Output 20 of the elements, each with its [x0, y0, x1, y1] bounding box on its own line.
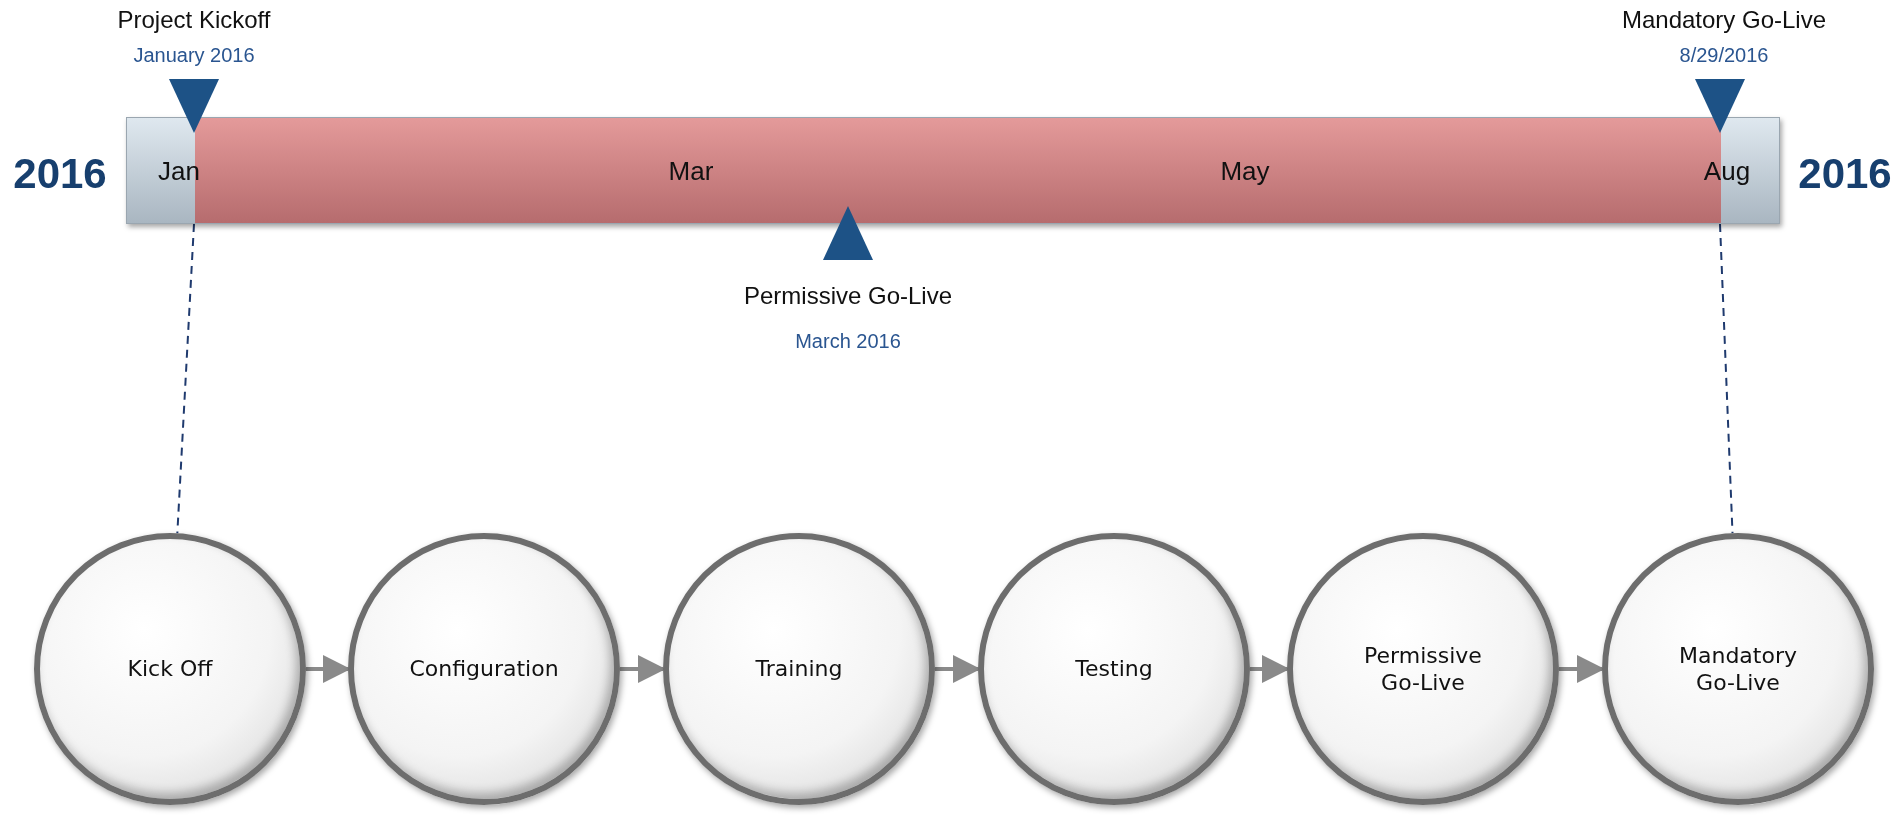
stage-label: Kick Off — [127, 655, 213, 683]
year-label: 2016 — [13, 150, 107, 198]
milestone-date: March 2016 — [795, 330, 901, 353]
milestone-title: Project Kickoff — [117, 6, 271, 34]
year-label: 2016 — [1798, 150, 1892, 198]
month-label: May — [1220, 156, 1270, 187]
milestone-title: Mandatory Go-Live — [1621, 6, 1827, 34]
stage-label: Training — [755, 655, 843, 683]
milestone-title: Permissive Go-Live — [743, 282, 953, 310]
stage-label: Permissive Go-Live — [1363, 641, 1483, 697]
stage-label: Configuration — [409, 655, 559, 683]
milestone-date: January 2016 — [133, 44, 255, 67]
milestone-date: 8/29/2016 — [1679, 44, 1769, 67]
leader-line — [1719, 223, 1734, 535]
month-label: Mar — [668, 156, 714, 187]
stage-label: Testing — [1075, 655, 1153, 683]
leader-line — [176, 223, 195, 535]
month-label: Aug — [1703, 156, 1751, 187]
month-label: Jan — [158, 156, 200, 187]
stage-label: Mandatory Go-Live — [1678, 641, 1798, 697]
